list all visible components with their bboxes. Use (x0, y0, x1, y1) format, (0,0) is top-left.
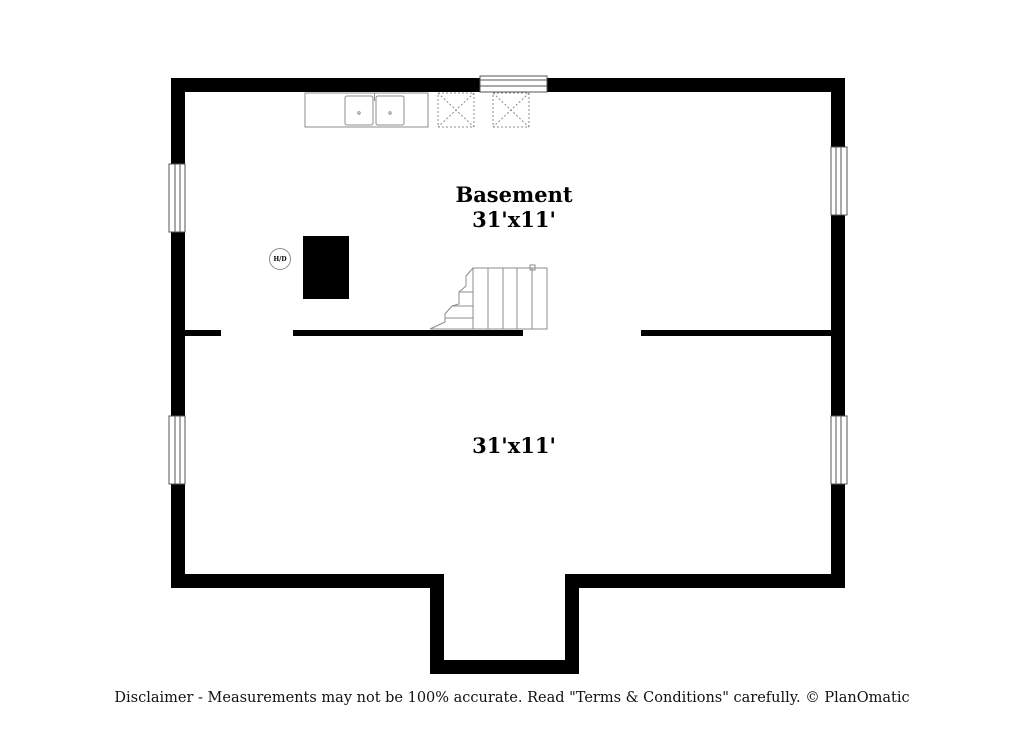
sink-drain (357, 111, 361, 115)
window (830, 146, 848, 216)
upper-room-name: Basement (455, 182, 572, 207)
stair-newel-post (529, 264, 536, 271)
windows (168, 75, 848, 485)
lower-room-dimensions: 31'x11' (472, 433, 556, 458)
laundry-appliances (437, 92, 530, 128)
bump-out-left-wall (430, 574, 444, 674)
sink-basin-left (344, 95, 374, 126)
window (168, 415, 186, 485)
top-wall-left (171, 78, 480, 92)
right-wall-segment (831, 215, 845, 416)
interior-walls (185, 330, 831, 336)
staircase (429, 264, 548, 330)
furnace-block (303, 236, 349, 299)
stair-winder (429, 267, 474, 330)
left-wall-segment (171, 78, 185, 164)
bump-out-right-wall (565, 574, 579, 674)
counter-with-sink (304, 92, 429, 128)
bottom-wall-right (565, 574, 845, 588)
right-wall-segment (831, 78, 845, 147)
bump-out-bottom-wall (430, 660, 579, 674)
sink-drain (388, 111, 392, 115)
window (168, 163, 186, 233)
divider-wall-segment (293, 330, 523, 336)
stair-run (472, 267, 548, 330)
upper-room-dimensions: 31'x11' (472, 207, 556, 232)
bottom-wall-left (171, 574, 444, 588)
right-wall-segment (831, 484, 845, 588)
hd-label: H/D (273, 256, 286, 263)
dryer-icon (492, 92, 530, 128)
washer-icon (437, 92, 475, 128)
divider-wall-segment (185, 330, 221, 336)
hd-circle-icon (269, 248, 291, 270)
counter (304, 92, 429, 128)
left-wall-segment (171, 484, 185, 588)
exterior-walls (171, 78, 845, 674)
hd-fixture: H/D (269, 248, 291, 270)
divider-wall-segment (641, 330, 831, 336)
sink-basin-right (375, 95, 405, 126)
window (830, 415, 848, 485)
window (479, 75, 548, 93)
top-wall-right (547, 78, 845, 92)
disclaimer-text: Disclaimer - Measurements may not be 100… (114, 690, 910, 706)
left-wall-segment (171, 232, 185, 416)
